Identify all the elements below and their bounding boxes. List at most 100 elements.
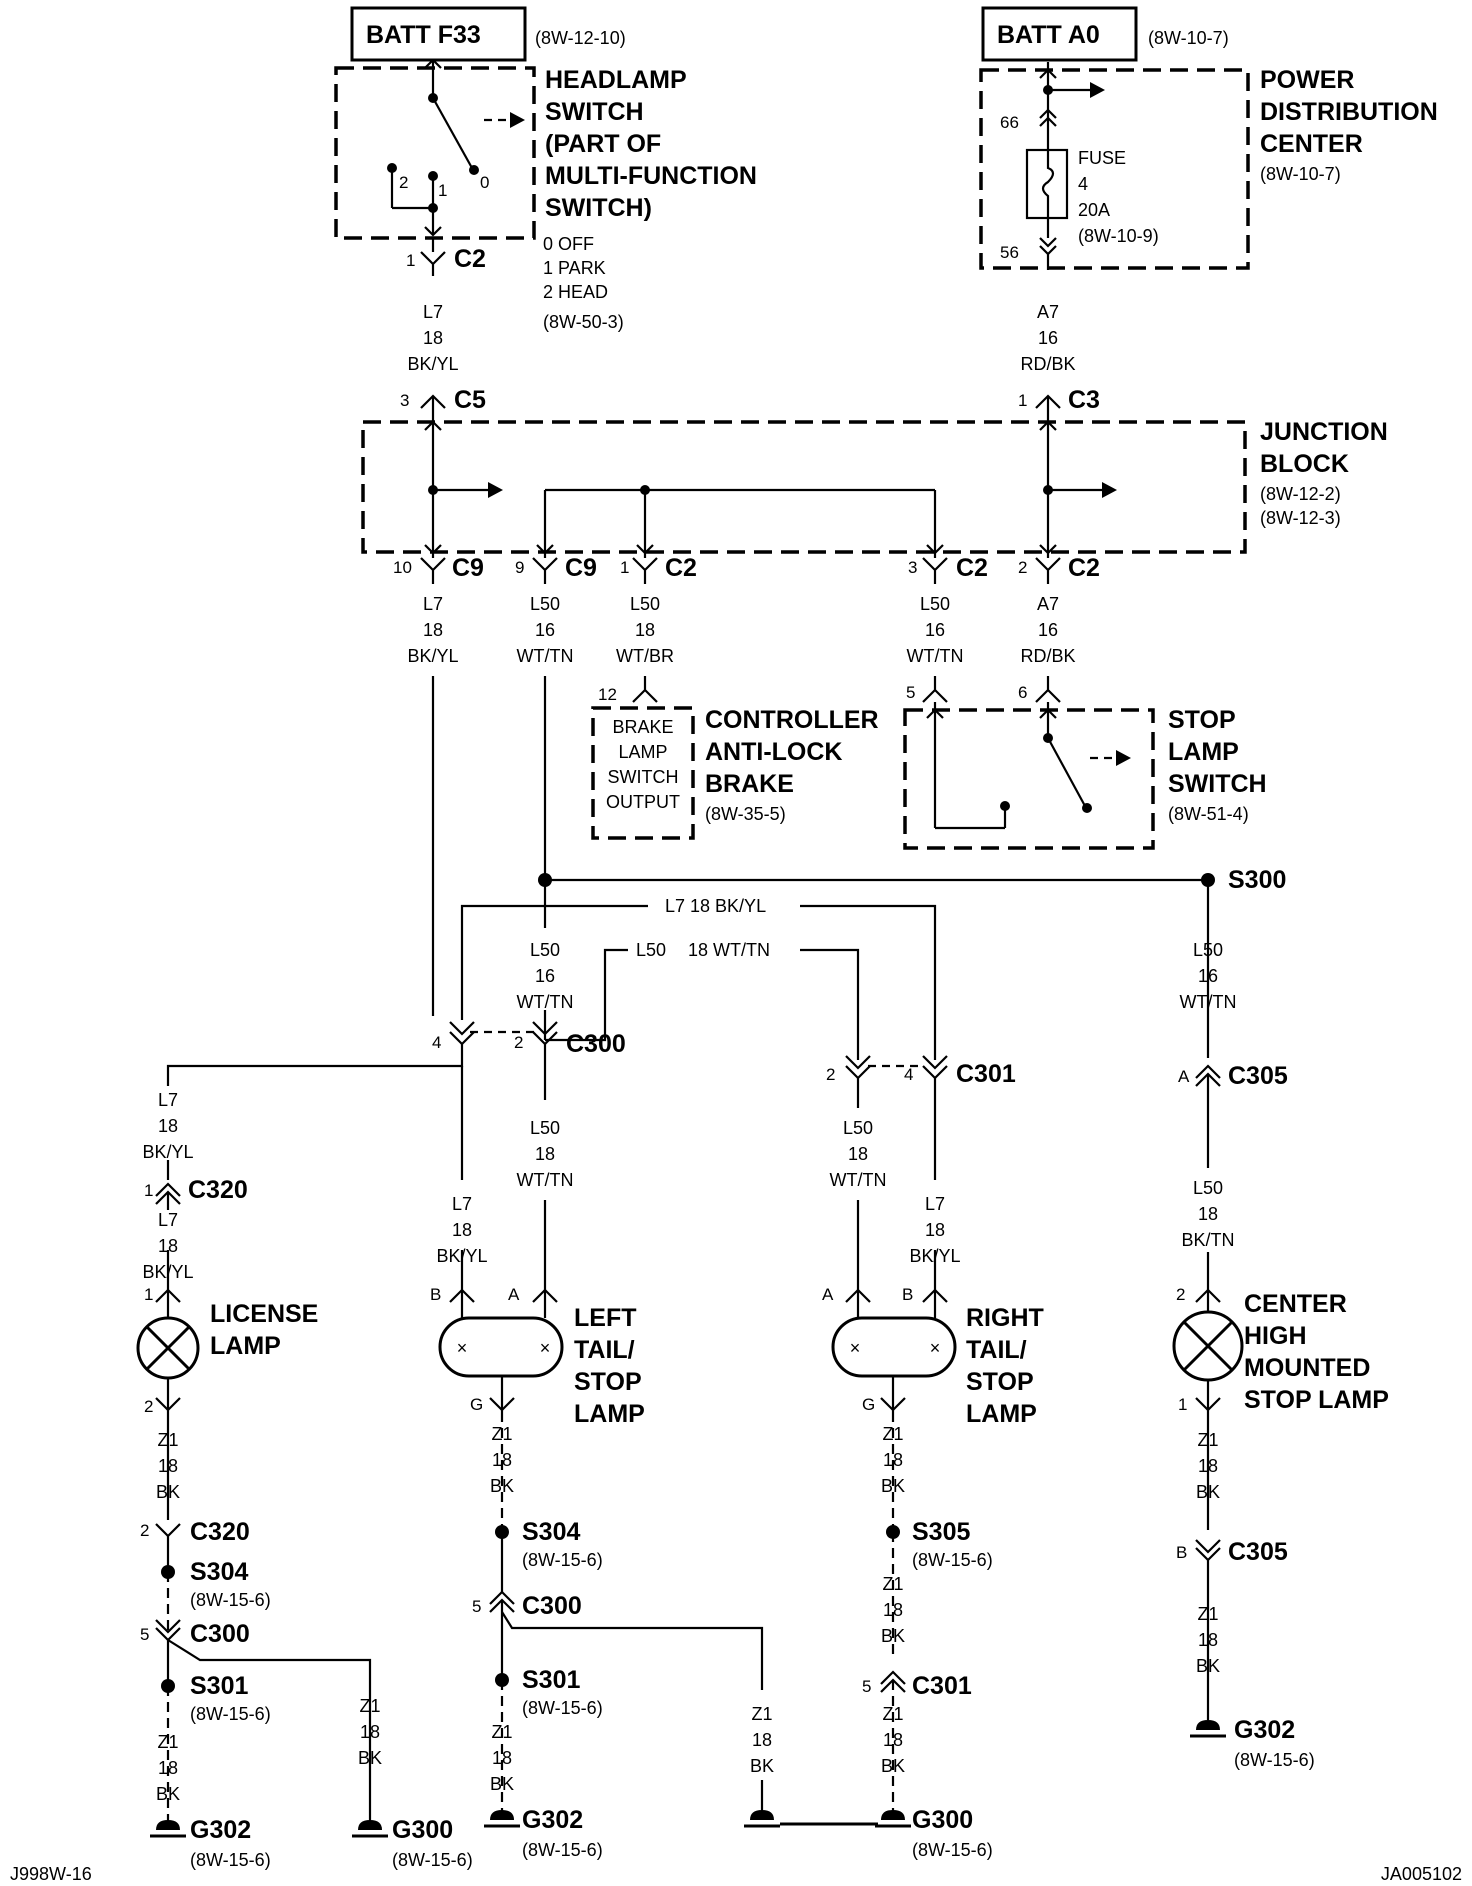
ground-g300-right: G300 (8W-15-6) [744,1806,993,1860]
svg-text:STOP: STOP [574,1368,642,1396]
svg-text:BK: BK [881,1756,905,1776]
svg-text:(8W-15-6): (8W-15-6) [190,1850,271,1870]
svg-text:C2: C2 [665,554,697,582]
svg-text:MULTI-FUNCTION: MULTI-FUNCTION [545,162,757,190]
svg-text:5: 5 [140,1625,149,1644]
svg-text:BK: BK [156,1784,180,1804]
svg-text:WT/BR: WT/BR [616,646,674,666]
wiring-middle [431,676,1215,1068]
svg-text:LICENSE: LICENSE [210,1300,318,1328]
svg-text:18: 18 [158,1236,178,1256]
svg-text:STOP: STOP [966,1368,1034,1396]
svg-text:(8W-51-4): (8W-51-4) [1168,804,1249,824]
svg-text:Z1: Z1 [882,1704,903,1724]
svg-text:0 OFF: 0 OFF [543,234,594,254]
svg-text:Z1: Z1 [1197,1604,1218,1624]
svg-text:CENTER: CENTER [1244,1290,1347,1318]
svg-text:Z1: Z1 [751,1704,772,1724]
footer-right: JA005102 [1381,1864,1462,1884]
junction-block [361,396,1247,558]
svg-text:G: G [470,1395,483,1414]
svg-text:C9: C9 [452,554,484,582]
svg-text:L7: L7 [423,594,443,614]
license-lamp-label: LICENSE LAMP [210,1300,318,1360]
svg-text:S301: S301 [190,1672,248,1700]
svg-text:STOP: STOP [1168,706,1236,734]
svg-text:Z1: Z1 [1197,1430,1218,1450]
right-tail-stop-lamp: A B × × G [822,1285,957,1414]
svg-text:G: G [862,1395,875,1414]
right-tail-stop-lamp-label: RIGHT TAIL/ STOP LAMP [966,1304,1044,1428]
svg-text:G300: G300 [392,1816,453,1844]
svg-text:S300: S300 [1228,866,1286,894]
svg-text:×: × [540,1338,551,1358]
svg-text:1: 1 [620,558,629,577]
svg-text:SWITCH: SWITCH [545,98,644,126]
svg-text:(8W-50-3): (8W-50-3) [543,312,624,332]
batt-a0-label: BATT A0 (8W-10-7) [981,6,1229,62]
headlamp-switch-label: HEADLAMP SWITCH (PART OF MULTI-FUNCTION … [543,66,757,332]
svg-text:G300: G300 [912,1806,973,1834]
stop-lamp-switch: 5 6 [903,676,1155,850]
svg-text:WT/TN: WT/TN [907,646,964,666]
svg-text:18: 18 [883,1600,903,1620]
svg-text:0: 0 [480,173,489,192]
svg-text:WT/TN: WT/TN [830,1170,887,1190]
svg-text:(8W-15-6): (8W-15-6) [912,1840,993,1860]
svg-text:16: 16 [535,966,555,986]
svg-text:18: 18 [635,620,655,640]
svg-text:1: 1 [1018,391,1027,410]
svg-text:L50: L50 [843,1118,873,1138]
svg-text:18: 18 [883,1450,903,1470]
svg-text:BATT A0: BATT A0 [997,21,1100,49]
svg-text:×: × [930,1338,941,1358]
svg-text:18: 18 [1198,1456,1218,1476]
svg-text:18: 18 [158,1116,178,1136]
chmsl-ground-path: Z1 18 BK B C305 Z1 18 BK [1176,1412,1288,1720]
svg-text:BK/YL: BK/YL [407,646,458,666]
svg-text:BK/TN: BK/TN [1181,1230,1234,1250]
svg-text:WT/TN: WT/TN [517,1170,574,1190]
svg-text:L7: L7 [158,1090,178,1110]
svg-text:C301: C301 [912,1672,972,1700]
svg-text:×: × [850,1338,861,1358]
svg-text:(8W-12-10): (8W-12-10) [535,28,626,48]
svg-text:ANTI-LOCK: ANTI-LOCK [705,738,842,766]
svg-text:2: 2 [140,1521,149,1540]
svg-text:G302: G302 [522,1806,583,1834]
svg-text:BK: BK [881,1626,905,1646]
connector-c2-pin1: 1 C2 [620,554,697,584]
svg-text:4: 4 [432,1033,441,1052]
svg-text:A7: A7 [1037,594,1059,614]
svg-text:(8W-15-6): (8W-15-6) [1234,1750,1315,1770]
svg-text:BK: BK [490,1476,514,1496]
svg-text:1: 1 [406,251,415,270]
svg-text:BK/YL: BK/YL [142,1142,193,1162]
abs-controller: 12 BRAKE LAMP SWITCH OUTPUT [591,676,695,840]
ground-g302-center: G302 (8W-15-6) [484,1806,603,1860]
svg-text:1 PARK: 1 PARK [543,258,606,278]
svg-text:BLOCK: BLOCK [1260,450,1349,478]
svg-text:10: 10 [393,558,412,577]
svg-text:C2: C2 [956,554,988,582]
svg-text:1: 1 [1178,1395,1187,1414]
svg-text:C2: C2 [454,245,486,273]
left-lamp-wire-labels: L7 18 BK/YL L50 18 WT/TN [436,1118,573,1266]
svg-text:2: 2 [1176,1285,1185,1304]
svg-text:G302: G302 [1234,1716,1295,1744]
svg-text:(8W-10-9): (8W-10-9) [1078,226,1159,246]
svg-text:SWITCH): SWITCH) [545,194,652,222]
connector-c2-top: 1 C2 [406,238,486,276]
svg-text:L50: L50 [920,594,950,614]
svg-text:B: B [1176,1543,1187,1562]
wire-a7-top: A7 16 RD/BK [1020,302,1075,374]
ground-g302-left: G302 (8W-15-6) [150,1816,271,1870]
svg-text:16: 16 [535,620,555,640]
connector-c301: 2 4 C301 [826,1055,1016,1088]
svg-text:BK: BK [156,1482,180,1502]
svg-text:18: 18 [423,620,443,640]
svg-text:18: 18 [535,1144,555,1164]
svg-text:L7: L7 [158,1210,178,1230]
svg-text:5: 5 [906,683,915,702]
svg-text:BK: BK [1196,1656,1220,1676]
